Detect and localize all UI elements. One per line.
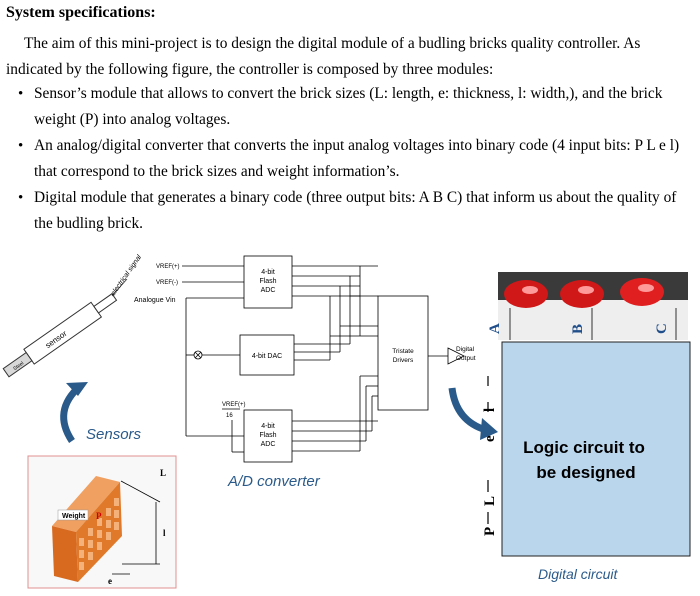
led-outputs-image: A B C — [487, 272, 688, 340]
weight-label: Weight — [62, 513, 86, 520]
output-A-label: A — [487, 323, 503, 334]
system-figure: sensor Steel electrical signal Sensors W… — [2, 254, 691, 589]
electrical-signal-label: electrical signal — [110, 254, 143, 298]
input-P-label: P — [482, 527, 498, 536]
logic-circuit-box — [501, 341, 691, 557]
digital-output-line2: Output — [456, 355, 476, 362]
logic-text-line1: Logic circuit to — [523, 438, 645, 457]
intro-paragraph: The aim of this mini-project is to desig… — [6, 35, 641, 78]
analogue-vin-label: Analogue Vin — [134, 297, 176, 304]
output-C-label: C — [654, 323, 670, 334]
vref-div-label: VREF(+) — [222, 402, 246, 408]
specification-list: Sensor’s module that allows to convert t… — [6, 81, 692, 237]
input-bits: l e L P — [482, 376, 498, 536]
flash-adc-top-line3: ADC — [261, 287, 276, 294]
dimension-L-label: L — [160, 468, 166, 478]
bullet-ad-converter: An analog/digital converter that convert… — [6, 133, 692, 185]
flash-adc-bottom-line1: 4-bit — [261, 423, 275, 430]
brick-image: Weight P L l e — [27, 455, 177, 589]
input-L-label: L — [482, 496, 498, 506]
input-e-label: e — [482, 435, 498, 442]
vref-den-label: 16 — [226, 413, 233, 419]
dac-label: 4-bit DAC — [252, 353, 282, 360]
logic-text-line2: be designed — [536, 463, 635, 482]
digital-output-line1: Digital — [456, 346, 475, 353]
input-l-label: l — [482, 408, 498, 412]
digital-circuit-caption: Digital circuit — [538, 566, 618, 582]
heading: System specifications: — [6, 4, 156, 21]
bullet-digital-module: Digital module that generates a binary c… — [6, 185, 692, 237]
flash-adc-bottom — [243, 409, 293, 463]
ad-converter-diagram: VREF(+) VREF(-) Analogue Vin 4-bit Flash… — [134, 255, 476, 463]
sensor-tip-label: Steel — [12, 361, 25, 372]
flash-adc-bottom-line3: ADC — [261, 441, 276, 448]
output-B-label: B — [570, 324, 586, 334]
flash-adc-bottom-line2: Flash — [259, 432, 276, 439]
dimension-e-label: e — [108, 576, 112, 586]
tristate-line1: Tristate — [392, 348, 414, 355]
flash-adc-top — [243, 255, 293, 309]
sensors-caption: Sensors — [86, 426, 142, 443]
sensor-probe: sensor Steel electrical signal — [2, 254, 143, 378]
flash-adc-top-line2: Flash — [259, 278, 276, 285]
flash-adc-top-line1: 4-bit — [261, 269, 275, 276]
tristate-line2: Drivers — [393, 357, 414, 364]
dac-block — [239, 334, 295, 376]
weight-p-label: P — [96, 511, 102, 521]
digital-output-arrow-icon — [447, 347, 465, 365]
vref-plus-label: VREF(+) — [156, 264, 180, 270]
bullet-sensor-module: Sensor’s module that allows to convert t… — [6, 81, 692, 133]
tristate-drivers-block — [377, 295, 429, 411]
vref-minus-label: VREF(-) — [156, 280, 178, 286]
dimension-l-label: l — [163, 528, 166, 538]
ad-converter-caption: A/D converter — [227, 473, 321, 490]
output-arrow-icon — [448, 387, 488, 434]
